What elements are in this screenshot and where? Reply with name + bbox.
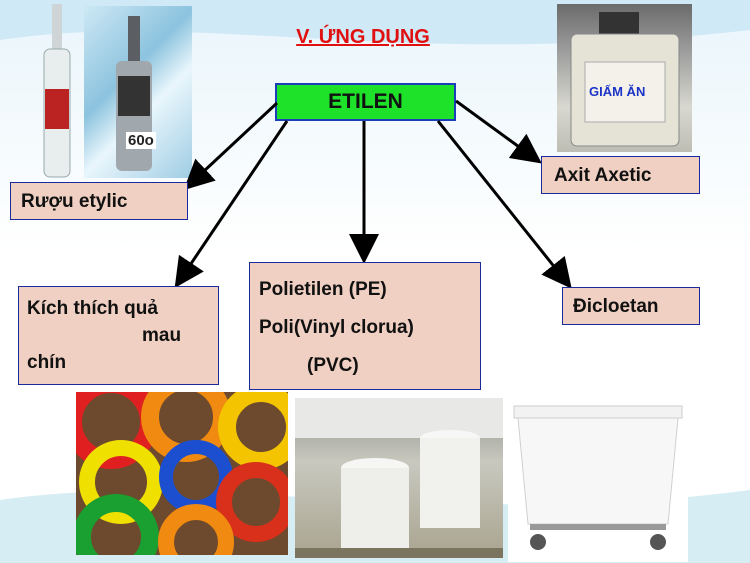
vinegar-jug-image: GIẤM ĂN [557,4,692,152]
node-axit-label: Axit Axetic [554,165,652,186]
plastic-tanks-image [295,398,503,558]
node-poly-line2: Poli(Vinyl clorua) [259,317,414,338]
bottle-icon [43,4,71,178]
node-axit-axetic: Axit Axetic [541,156,700,194]
node-kich-line3: chín [27,352,67,373]
node-ruou-etylic: Rượu etylic [10,182,188,220]
node-kich-line1: Kích thích quả [27,298,158,319]
node-polymer: Polietilen (PE) Poli(Vinyl clorua) (PVC) [249,262,481,390]
arrow-to-axit [455,99,542,164]
node-kich-line2: mau [142,325,182,346]
alcohol-percent-label: 60o [126,132,156,149]
vodka-bottle-image [40,4,74,178]
node-ruou-label: Rượu etylic [21,191,128,212]
arrow-to-kich [174,120,289,288]
tanks-icon [295,398,503,558]
slide-title: V. ỨNG DỤNG [296,26,430,48]
node-kich-thich: Kích thích quả mau chín [18,286,219,385]
node-dicloetan-label: Đicloetan [573,296,659,317]
plastic-cart-image [508,402,688,562]
plastic-hoses-image [76,392,288,555]
cart-icon [513,405,683,550]
arrow-to-dicloetan [436,120,572,289]
arrow-to-ruou [183,101,279,191]
node-poly-line1: Polietilen (PE) [259,279,387,300]
node-poly-line3: (PVC) [307,355,359,376]
jug-icon [570,12,680,147]
vinegar-label: GIẤM ĂN [589,84,646,99]
root-node-etilen: ETILEN [275,83,456,121]
node-dicloetan: Đicloetan [562,287,700,325]
iced-bottle-image: 60o [84,6,192,178]
hose-coils-icon [76,392,288,555]
